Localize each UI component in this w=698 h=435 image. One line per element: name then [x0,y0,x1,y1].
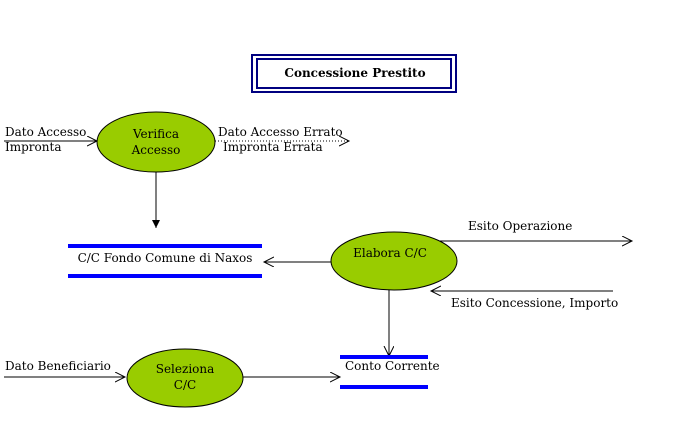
flow-dato-accesso: Dato Accesso Impronta [4,125,97,154]
flow-esito-operazione: Esito Operazione [440,219,632,241]
flow-errato-label-2: Impronta Errata [223,140,323,154]
flow-esito-operazione-label: Esito Operazione [468,219,572,233]
process-verifica-label-1: Verifica [132,127,179,141]
flow-dato-beneficiario: Dato Beneficiario [4,359,125,377]
process-seleziona-cc: Seleziona C/C [126,348,244,408]
store-conto-label: Conto Corrente [345,359,440,373]
flow-dato-beneficiario-label: Dato Beneficiario [5,359,111,373]
store-fondo-label: C/C Fondo Comune di Naxos [78,251,253,265]
process-elabora-cc: Elabora C/C [330,231,458,291]
store-conto-corrente: Conto Corrente [340,355,440,389]
flow-esito-concessione: Esito Concessione, Importo [431,291,618,310]
flow-accesso-errato: Dato Accesso Errato Impronta Errata [215,125,349,154]
flow-esito-concessione-label: Esito Concessione, Importo [451,296,618,310]
flow-dato-accesso-label-2: Impronta [5,140,61,154]
flow-dato-accesso-label-1: Dato Accesso [5,125,86,139]
title-box: Concessione Prestito [251,54,457,93]
store-fondo-comune: C/C Fondo Comune di Naxos [68,244,262,278]
process-seleziona-label-2: C/C [174,378,196,392]
process-seleziona-label-1: Seleziona [156,362,215,376]
diagram-title: Concessione Prestito [284,66,425,80]
process-elabora-label: Elabora C/C [353,246,427,260]
process-verifica-label-2: Accesso [131,143,181,157]
process-verifica-accesso: Verifica Accesso [96,111,216,173]
flow-errato-label-1: Dato Accesso Errato [218,125,343,139]
